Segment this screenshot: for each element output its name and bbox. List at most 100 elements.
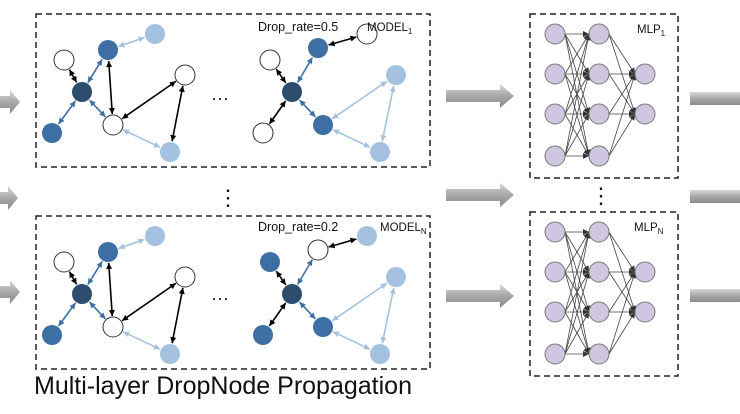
graph-node	[102, 316, 124, 338]
mlp-n-frame	[529, 211, 679, 377]
edge-arrowhead	[629, 305, 635, 312]
graph-node	[160, 142, 180, 162]
graph-node	[313, 317, 333, 337]
mlp-neuron	[588, 301, 610, 323]
mlp-connection	[608, 33, 636, 75]
diagram-caption: Multi-layer DropNode Propagation	[34, 372, 412, 400]
graph-node	[370, 344, 390, 364]
graph-node	[282, 284, 302, 304]
edge-arrowhead	[269, 319, 276, 327]
mlp-neuron	[544, 261, 566, 283]
graph-edge	[381, 85, 395, 142]
graph-node	[145, 24, 165, 44]
mlp-connection	[564, 231, 590, 313]
graph-node	[98, 242, 118, 262]
edge-arrowhead	[169, 81, 176, 88]
mlp-neuron	[634, 261, 656, 283]
model-n-label: MODELN	[380, 222, 427, 236]
edge-arrowhead	[71, 277, 77, 285]
mlp-connection	[608, 231, 636, 273]
edge-arrowhead	[122, 129, 130, 135]
edge-arrowhead	[583, 351, 589, 357]
graph-node	[308, 38, 328, 58]
edge-arrowhead	[297, 75, 304, 83]
graph-node	[313, 115, 333, 135]
edge-arrowhead	[106, 60, 113, 68]
mlp-neuron	[634, 103, 656, 125]
edge-arrowhead	[629, 67, 635, 74]
edge-arrowhead	[69, 100, 76, 108]
mlp-neuron	[544, 343, 566, 365]
edge-arrowhead	[89, 100, 96, 107]
edge-arrowhead	[389, 85, 396, 93]
edge-arrowhead	[380, 134, 387, 142]
edge-arrowhead	[306, 259, 313, 267]
edge-arrowhead	[363, 142, 371, 148]
edge-arrowhead	[306, 57, 313, 65]
edge-arrowhead	[389, 287, 396, 295]
edge-arrowhead	[118, 243, 126, 250]
edge-arrowhead	[137, 36, 145, 43]
edge-arrowhead	[583, 269, 589, 275]
mlp-connection	[564, 113, 590, 157]
graph-node	[160, 344, 180, 364]
mlp-neuron	[544, 63, 566, 85]
mlp-neuron	[544, 145, 566, 167]
model-1-frame	[35, 13, 431, 168]
graph-node	[72, 284, 92, 304]
block-arrow-model-to-mlp	[446, 284, 514, 308]
edge-arrowhead	[153, 344, 161, 350]
mlp-neuron	[588, 221, 610, 243]
graph-edge	[332, 330, 371, 351]
edge-arrowhead	[583, 114, 589, 121]
edge-arrowhead	[96, 59, 103, 67]
edge-arrowhead	[137, 238, 145, 245]
graph-node	[252, 122, 274, 144]
mlp-network-2	[544, 221, 656, 365]
edge-arrowhead	[583, 309, 589, 315]
graph-edge	[331, 282, 388, 322]
edge-arrowhead	[309, 312, 316, 319]
edge-arrowhead	[380, 336, 387, 344]
mlp-neuron	[588, 145, 610, 167]
edge-arrowhead	[58, 117, 65, 125]
edge-arrowhead	[583, 265, 589, 272]
edge-arrowhead	[309, 110, 316, 117]
edge-arrowhead	[583, 229, 589, 235]
graph-node	[53, 251, 75, 273]
edge-arrowhead	[299, 302, 306, 309]
edge-arrowhead	[380, 81, 387, 88]
graph-edge	[122, 128, 161, 149]
edge-arrowhead	[169, 283, 176, 290]
vertical-ellipsis-mlps: ⋮	[590, 183, 612, 208]
edge-arrowhead	[332, 112, 339, 119]
mlp-neuron	[544, 301, 566, 323]
model-1-label: MODEL1	[367, 22, 413, 36]
edge-arrowhead	[328, 40, 336, 47]
mlp-connection	[564, 231, 590, 355]
edge-arrowhead	[332, 331, 340, 337]
edge-arrowhead	[279, 76, 286, 83]
graph-node	[260, 252, 280, 272]
graph-node	[386, 65, 406, 85]
right-block-arrow	[690, 289, 740, 302]
edge-arrowhead	[583, 107, 589, 114]
edge-arrowhead	[629, 71, 635, 77]
horizontal-ellipsis-n: ···	[211, 288, 229, 308]
edge-arrowhead	[87, 75, 94, 83]
graph-model-2-1	[42, 226, 196, 364]
edge-arrowhead	[629, 312, 635, 319]
edge-arrowhead	[58, 319, 65, 327]
graph-node	[370, 142, 390, 162]
mlp-connection	[564, 231, 590, 273]
mlp-neuron	[588, 63, 610, 85]
mlp-connection	[608, 271, 636, 313]
edge-arrowhead	[122, 112, 129, 119]
edge-arrowhead	[276, 69, 283, 76]
model-n-frame	[35, 215, 431, 370]
edge-arrowhead	[583, 149, 589, 156]
edge-arrowhead	[269, 117, 276, 125]
edge-arrowhead	[71, 75, 77, 83]
edge-arrowhead	[122, 331, 130, 337]
edge-arrowhead	[108, 309, 115, 317]
